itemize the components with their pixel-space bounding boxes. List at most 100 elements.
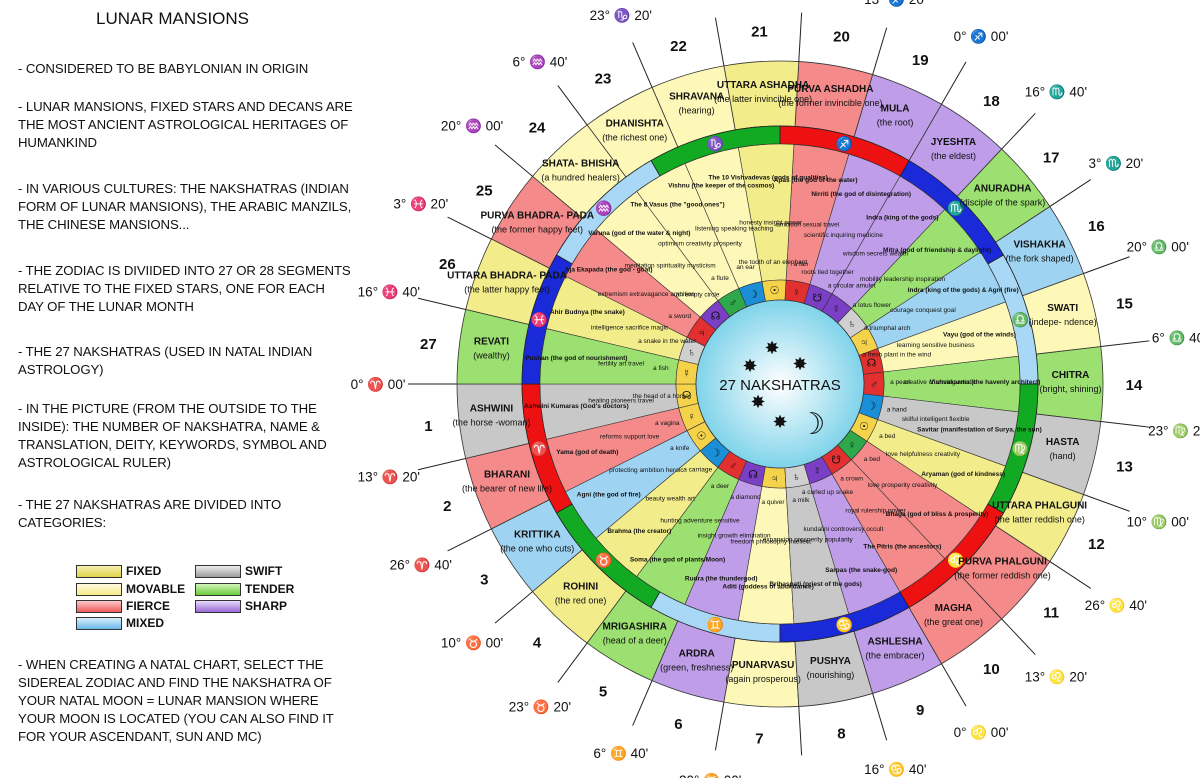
nakshatra-number: 4: [533, 634, 542, 651]
legend-swatch-fierce: [76, 599, 122, 613]
nakshatra-name: PURVA ASHADHA: [787, 84, 873, 95]
nakshatra-keywords: insight growth elimination: [698, 532, 771, 539]
nakshatra-number: 27: [420, 336, 437, 353]
legend-label: SWIFT: [245, 564, 283, 578]
ruler-glyph: ☉: [697, 431, 707, 443]
degree-label: 16° ♋ 40': [864, 761, 926, 777]
nakshatra-number: 15: [1116, 295, 1133, 312]
nakshatra-number: 22: [670, 38, 687, 55]
degree-label: 13° ♐ 20': [864, 0, 926, 7]
ruler-glyph: ♀: [792, 286, 800, 298]
nakshatra-keywords: wisdom secrets wealth: [842, 251, 909, 258]
nakshatra-translation: (hand): [1050, 451, 1076, 461]
nakshatra-symbol: a hand: [887, 407, 907, 414]
legend-swatch-swift: [195, 564, 241, 578]
nakshatra-deity: Savitar (manifestation of Surya, the sun…: [917, 426, 1042, 433]
nakshatra-translation: (the eldest): [931, 151, 976, 161]
ruler-glyph: ☊: [867, 357, 877, 369]
nakshatra-symbol: a diamond: [730, 494, 761, 501]
zodiac-ring: ♈♉♊♋♌♍♎♏♐♑♒♓: [521, 125, 1039, 643]
nakshatra-translation: (the bearer of new life): [462, 483, 552, 493]
zodiac-sign-glyph: ♐: [836, 135, 853, 152]
ruler-glyph: ♂: [729, 298, 737, 310]
center-label: 27 NAKSHATRAS: [719, 377, 840, 394]
nakshatra-symbol: an empty circle: [676, 292, 720, 299]
nakshatra-deity: Bhaga (god of bliss & prosperity): [886, 511, 989, 518]
degree-label: 23° ♍ 20': [1148, 423, 1200, 439]
nakshatra-deity: Aditi (goddess of abundance): [722, 584, 813, 591]
nakshatra-number: 10: [983, 661, 1000, 678]
legend-sharp: SHARP: [195, 599, 287, 613]
star-icon: ✸: [792, 354, 807, 374]
legend-fierce: FIERCE: [76, 599, 170, 613]
nakshatra-translation: (the fork shaped): [1006, 254, 1074, 264]
nakshatra-deity: Pushan (the god of nourishment): [525, 355, 627, 362]
legend-swatch-movable: [76, 582, 122, 596]
degree-label: 0° ♐ 00': [954, 28, 1009, 44]
degree-label: 6° ♊ 40': [593, 745, 648, 761]
page-title: LUNAR MANSIONS: [96, 9, 250, 28]
nakshatra-symbol: a crown: [840, 475, 863, 482]
nakshatra-name: ARDRA: [679, 648, 715, 659]
nakshatra-symbol: a fish: [653, 365, 669, 372]
nakshatra-number: 6: [674, 716, 682, 733]
zodiac-sign-glyph: ♑: [707, 135, 724, 152]
nakshatra-translation: (bright, shining): [1039, 384, 1101, 394]
nakshatra-translation: (indepe- ndence): [1029, 317, 1097, 327]
nakshatra-deity: Vishnu (the keeper of the cosmos): [668, 183, 774, 190]
nakshatra-number: 1: [424, 418, 432, 435]
wheel-center: ✸✸✸✸✸☽27 NAKSHATRAS: [695, 299, 865, 469]
nakshatra-symbol: a quiver: [761, 499, 785, 506]
crescent-moon-icon: ☽: [799, 408, 826, 441]
ruler-glyph: ♂: [870, 379, 878, 391]
nakshatra-deity: Mitra (god of friendship & daylight): [883, 247, 991, 254]
nakshatra-symbol: a circular amulet: [828, 283, 876, 290]
legend-fixed: FIXED: [76, 564, 161, 578]
zodiac-sign-glyph: ♏: [947, 200, 964, 217]
note-categories: - THE 27 NAKSHATRAS ARE DIVIDED INTO CAT…: [18, 497, 282, 530]
ruler-glyph: ♀: [688, 411, 696, 423]
star-icon: ✸: [764, 338, 779, 358]
nakshatra-deity: Yama (god of death): [556, 449, 618, 456]
nakshatra-name: MRIGASHIRA: [603, 622, 667, 633]
legend-label: MIXED: [126, 616, 165, 630]
nakshatra-deity: Soma (the god of plants/Moon): [630, 557, 725, 564]
nakshatra-name: JYESHTA: [931, 137, 976, 148]
star-icon: ✸: [750, 392, 765, 412]
nakshatra-symbol: a lotus flower: [853, 302, 892, 309]
ruler-glyph: ♄: [792, 472, 800, 484]
nakshatra-symbol: a bed: [864, 456, 881, 463]
nakshatra-translation: (green, freshness): [660, 662, 733, 672]
nakshatra-deity: The 10 Vishvadevas (gods of qualities): [708, 174, 827, 181]
nakshatra-number: 26: [439, 256, 456, 273]
nakshatra-symbol: a curled up snake: [802, 489, 854, 496]
nakshatra-symbol: an ear: [736, 264, 755, 271]
nakshatra-sectors: [456, 60, 1104, 708]
legend-label: FIXED: [126, 564, 162, 578]
note-cultures: - IN VARIOUS CULTURES: THE NAKSHATRAS (I…: [18, 181, 352, 232]
nakshatra-deity: The Pitris (the ancestors): [863, 543, 941, 550]
nakshatra-translation: (the former reddish one): [954, 571, 1051, 581]
note-zodiac-division: - THE ZODIAC IS DIVIIDED INTO 27 OR 28 S…: [18, 263, 351, 314]
nakshatra-deity: Ahir Budnya (the snake): [550, 309, 625, 316]
legend-mixed: MIXED: [76, 616, 164, 630]
nakshatra-symbol: a flute: [711, 275, 729, 282]
nakshatra-name: PUNARVASU: [732, 660, 794, 671]
legend-swift: SWIFT: [195, 564, 282, 578]
zodiac-sign-glyph: ♊: [707, 617, 724, 634]
ruler-glyph: ♂: [729, 460, 737, 472]
nakshatra-name: SHRAVANA: [669, 92, 724, 103]
nakshatra-number: 3: [480, 572, 488, 589]
zodiac-sign-glyph: ♓: [531, 312, 548, 329]
nakshatra-name: DHANISHTA: [606, 118, 664, 129]
nakshatra-deity: Brihaspati (priest of the gods): [769, 581, 861, 588]
nakshatra-number: 20: [833, 28, 850, 45]
nakshatra-deity: Nirriti (the god of disintegration): [811, 191, 911, 198]
ruler-glyph: ♃: [697, 327, 705, 339]
star-icon: ✸: [772, 412, 787, 432]
nakshatra-number: 5: [599, 684, 607, 701]
degree-label: 23° ♑ 20': [590, 7, 652, 23]
ruler-glyph: ☉: [770, 285, 780, 297]
nakshatra-name: SHATA- BHISHA: [542, 159, 619, 170]
nakshatra-keywords: skilful intelligent flexible: [902, 416, 970, 423]
